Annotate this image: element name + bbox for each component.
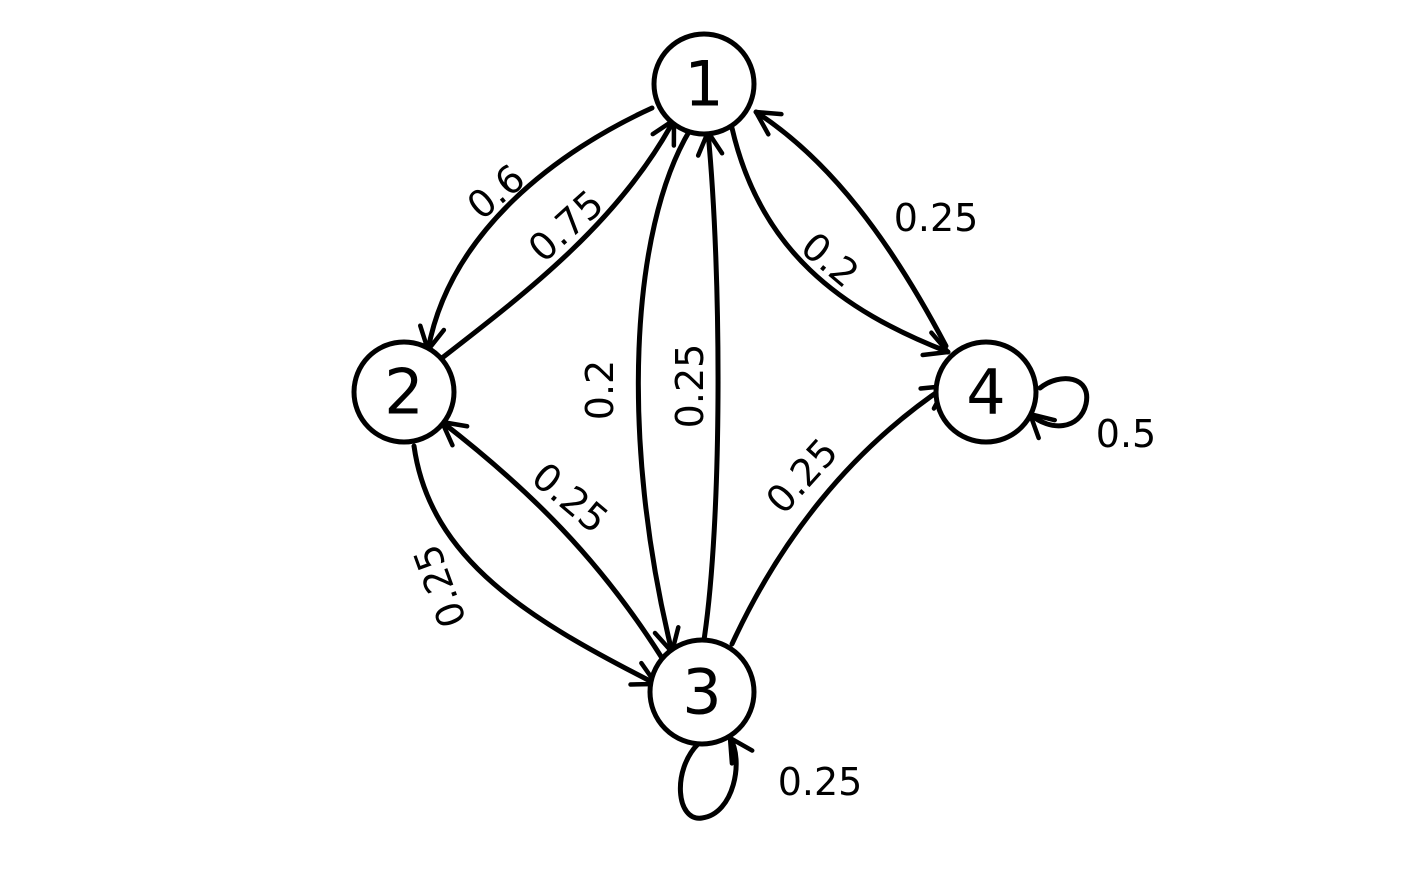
edge-label-3-to-1: 0.25 [668,344,712,429]
node-1-label: 1 [684,48,723,121]
node-1-circle [651,31,757,137]
edge-label-3-to-2: 0.25 [523,454,616,542]
edge-label-4-to-1: 0.25 [894,196,979,240]
edge-label-1-to-4: 0.2 [793,224,868,297]
node-3-label: 3 [682,656,721,729]
edges [411,105,1090,821]
edge-3-to-3 [677,735,755,821]
node-1: 1 [651,31,757,137]
node-2: 2 [351,339,457,445]
edge-4-to-4 [1027,376,1090,441]
edge-1-to-4 [729,125,951,358]
node-4-circle [933,339,1039,445]
node-3: 3 [647,637,757,747]
edge-label-1-to-2: 0.6 [459,156,534,229]
edge-label-3-to-4: 0.25 [757,430,846,522]
node-4: 4 [933,339,1039,445]
node-3-circle [647,637,757,747]
edge-3-to-2 [439,419,665,661]
nodes: 1 2 3 4 [351,31,1039,747]
node-2-label: 2 [384,356,423,429]
edge-label-3-to-3: 0.25 [778,760,863,804]
edge-2-to-1 [439,117,677,361]
edge-2-to-3 [411,443,659,687]
node-2-circle [351,339,457,445]
edge-3-to-1 [695,129,725,643]
node-4-label: 4 [966,356,1005,429]
edge-label-1-to-3: 0.2 [578,360,622,420]
edge-1-to-3 [635,127,693,655]
edge-4-to-1 [753,109,949,349]
edge-1-to-2 [418,105,655,353]
edge-label-4-to-4: 0.5 [1096,412,1156,456]
edge-labels: 0.6 0.75 0.2 0.25 0.2 0.25 0.25 0.25 0.2… [405,156,1156,804]
edge-3-to-4 [729,383,949,647]
